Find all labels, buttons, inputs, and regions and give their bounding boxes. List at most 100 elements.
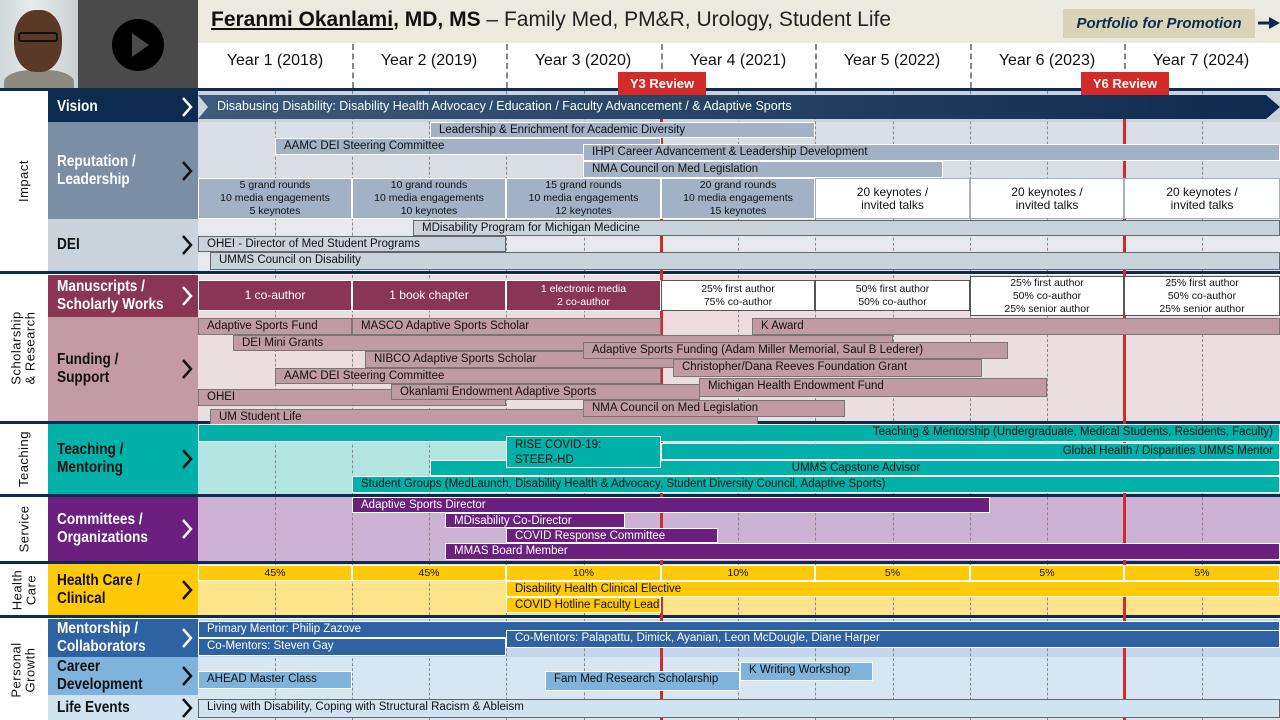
- grid-line: [1047, 497, 1048, 561]
- mentorship-bar[interactable]: Co-Mentors: Palapattu, Dimick, Ayanian, …: [506, 630, 1280, 648]
- grid-line: [275, 564, 276, 615]
- row-career[interactable]: Career Development: [48, 657, 198, 695]
- vision-arrow: [198, 95, 1280, 119]
- row-clinical[interactable]: Health Care / Clinical: [48, 564, 198, 615]
- career-bar[interactable]: K Writing Workshop: [740, 662, 873, 681]
- row-reputation[interactable]: Reputation / Leadership: [48, 122, 198, 219]
- funding-bar[interactable]: K Award: [752, 318, 1280, 335]
- row-committees[interactable]: Committees / Organizations: [48, 497, 198, 561]
- clinical-percent: 5%: [970, 565, 1124, 581]
- funding-bar[interactable]: MASCO Adaptive Sports Scholar: [352, 318, 661, 335]
- chevron-right-icon[interactable]: [181, 697, 193, 719]
- dei-bar[interactable]: MDisability Program for Michigan Medicin…: [413, 220, 1280, 236]
- career-bar[interactable]: Fam Med Research Scholarship: [545, 671, 740, 691]
- grid-line: [352, 564, 353, 615]
- grid-line: [275, 497, 276, 561]
- row-life[interactable]: Life Events: [48, 695, 198, 720]
- divider: [0, 494, 1280, 497]
- chevron-right-icon[interactable]: [181, 160, 193, 182]
- section-service: Service: [0, 497, 48, 561]
- chevron-right-icon[interactable]: [181, 665, 193, 687]
- year-divider: [815, 44, 817, 88]
- manuscript-cell: 1 co-author: [198, 280, 352, 311]
- row-manuscripts[interactable]: Manuscripts / Scholarly Works: [48, 275, 198, 317]
- chevron-right-icon[interactable]: [181, 448, 193, 470]
- name-link[interactable]: Feranmi Okanlami: [211, 8, 394, 31]
- clinical-percent: 5%: [1124, 565, 1280, 581]
- credentials: , MD, MS: [393, 8, 481, 31]
- clinical-percent: 5%: [815, 565, 970, 581]
- reputation-metric: 20 keynotes / invited talks: [815, 178, 970, 219]
- reputation-bar[interactable]: IHPI Career Advancement & Leadership Dev…: [583, 144, 1280, 161]
- dei-bar[interactable]: UMMS Council on Disability: [210, 252, 1280, 270]
- chevron-right-icon[interactable]: [181, 579, 193, 601]
- clinical-percent: 10%: [661, 565, 815, 581]
- grid-line: [506, 619, 507, 720]
- manuscript-cell: 1 electronic media 2 co-author: [506, 280, 661, 311]
- grid-line: [429, 497, 430, 561]
- dei-bar[interactable]: OHEI - Director of Med Student Programs: [198, 236, 506, 252]
- life-bar[interactable]: Living with Disability, Coping with Stru…: [198, 699, 1280, 718]
- row-teaching[interactable]: Teaching / Mentoring: [48, 424, 198, 494]
- reputation-metric: 20 grand rounds 10 media engagements 15 …: [661, 178, 815, 219]
- chevron-right-icon[interactable]: [181, 96, 193, 118]
- grid-line: [892, 497, 894, 561]
- funding-bar[interactable]: AAMC DEI Steering Committee: [275, 368, 661, 384]
- divider: [0, 561, 1280, 564]
- funding-bar[interactable]: NMA Council on Med Legislation: [583, 400, 845, 417]
- row-vision[interactable]: Vision: [48, 91, 198, 122]
- grid-line: [429, 619, 430, 720]
- clinical-bar[interactable]: Disability Health Clinical Elective: [506, 581, 1280, 597]
- divider: [0, 271, 1280, 274]
- row-mentorship[interactable]: Mentorship / Collaborators: [48, 619, 198, 657]
- year-label: Year 1 (2018): [226, 52, 324, 69]
- title-dash: –: [480, 8, 504, 31]
- row-dei[interactable]: DEI: [48, 219, 198, 271]
- year-label: Year 7 (2024): [1152, 52, 1250, 69]
- year-label: Year 6 (2023): [998, 52, 1096, 69]
- clinical-percent: 45%: [352, 565, 506, 581]
- teaching-bar[interactable]: Student Groups (MedLaunch, Disability He…: [352, 476, 1280, 493]
- play-icon[interactable]: [112, 19, 164, 71]
- mentorship-bar[interactable]: Co-Mentors: Steven Gay: [198, 638, 506, 656]
- funding-bar[interactable]: Okanlami Endowment Adaptive Sports: [391, 384, 700, 400]
- chevron-right-icon[interactable]: [181, 518, 193, 540]
- reputation-bar[interactable]: AAMC DEI Steering Committee: [275, 138, 661, 155]
- funding-bar[interactable]: Adaptive Sports Fund: [198, 318, 352, 335]
- chevron-right-icon[interactable]: [181, 358, 193, 380]
- reputation-bar[interactable]: Leadership & Enrichment for Academic Div…: [430, 122, 815, 138]
- reputation-bar[interactable]: NMA Council on Med Legislation: [583, 161, 943, 178]
- grid-line: [1202, 275, 1203, 421]
- section-scholarship: Scholarship & Research: [0, 275, 48, 421]
- vision-statement: Disabusing Disability: Disability Health…: [217, 99, 792, 113]
- grid-line: [429, 564, 430, 615]
- section-label: Service: [15, 505, 31, 553]
- chevron-right-icon[interactable]: [181, 234, 193, 256]
- section-label: Teaching: [16, 430, 32, 488]
- teaching-bar[interactable]: Teaching & Mentorship (Undergraduate, Me…: [198, 424, 1280, 442]
- section-label: Personal Growth: [9, 641, 38, 698]
- grid-line: [275, 424, 276, 494]
- service-bar[interactable]: COVID Response Committee: [506, 528, 718, 543]
- funding-bar[interactable]: Christopher/Dana Reeves Foundation Grant: [673, 359, 982, 377]
- grid-line: [815, 497, 816, 561]
- service-bar[interactable]: MMAS Board Member: [445, 543, 1280, 560]
- section-label: Impact: [15, 159, 31, 203]
- service-bar[interactable]: Adaptive Sports Director: [352, 497, 990, 513]
- row-funding[interactable]: Funding / Support: [48, 317, 198, 421]
- chevron-right-icon[interactable]: [181, 285, 193, 307]
- row-label: Committees / Organizations: [57, 511, 148, 546]
- portfolio-button[interactable]: Portfolio for Promotion: [1063, 9, 1255, 38]
- teaching-bar[interactable]: RISE COVID-19: STEER-HD: [506, 436, 661, 468]
- grid-line: [1047, 275, 1048, 421]
- departments: Family Med, PM&R, Urology, Student Life: [503, 8, 892, 31]
- funding-bar[interactable]: Adaptive Sports Funding (Adam Miller Mem…: [583, 342, 1008, 359]
- career-bar[interactable]: AHEAD Master Class: [198, 671, 352, 689]
- funding-bar[interactable]: Michigan Health Endowment Fund: [699, 378, 1047, 397]
- teaching-bar[interactable]: Global Health / Disparities UMMS Mentor: [661, 443, 1280, 460]
- chevron-right-icon[interactable]: [181, 627, 193, 649]
- clinical-percent: 45%: [198, 565, 352, 581]
- service-bar[interactable]: MDisability Co-Director: [445, 513, 625, 528]
- year-label: Year 3 (2020): [534, 52, 632, 69]
- clinical-bar[interactable]: COVID Hotline Faculty Lead: [506, 597, 661, 613]
